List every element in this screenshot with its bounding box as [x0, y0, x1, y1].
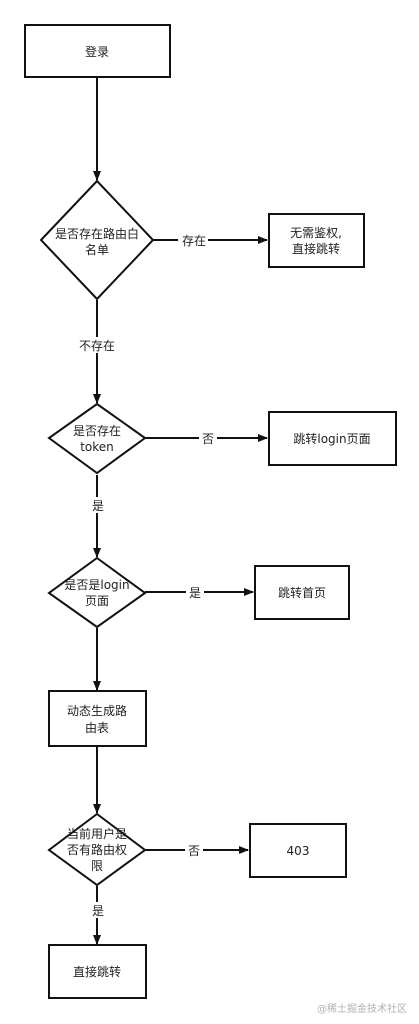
node-text-goto-home: 跳转首页: [278, 585, 326, 600]
node-text-direct-jump: 直接跳转: [73, 964, 121, 979]
node-text-permission-line1: 当前用户是: [67, 826, 127, 841]
diamond-permission-check: [47, 812, 147, 887]
box-login: [24, 24, 171, 78]
edge-label-no-permission: 否: [188, 844, 200, 858]
box-goto-login-page: [268, 411, 397, 466]
node-text-genroutes-line1: 动态生成路: [67, 703, 127, 718]
edge-label-exists: 存在: [182, 234, 206, 248]
edge-label-yes-token: 是: [92, 499, 104, 513]
node-text-forbidden: 403: [287, 844, 310, 858]
edge-label-yes-permission: 是: [92, 904, 104, 918]
box-gen-routes: [48, 690, 147, 747]
node-text-loginpage-line2: 页面: [85, 594, 109, 608]
box-forbidden: [249, 823, 347, 878]
node-text-token-line1: 是否存在: [73, 424, 121, 438]
node-text-token-line2: token: [80, 440, 114, 454]
node-text-goto-login-page: 跳转login页面: [293, 431, 370, 446]
edge-label-no-token: 否: [202, 432, 214, 446]
diamond-token-check: [47, 402, 147, 475]
node-text-permission-line3: 限: [91, 859, 103, 873]
edge-label-not-exists: 不存在: [79, 339, 115, 353]
watermark: @稀土掘金技术社区: [317, 1002, 407, 1015]
diamond-is-login-page: [47, 556, 147, 629]
edge-label-yes-login-page: 是: [189, 586, 201, 600]
node-text-permission-line2: 否有路由权: [67, 842, 127, 857]
node-text-genroutes-line2: 由表: [85, 721, 109, 735]
node-text-noauth-line1: 无需鉴权,: [290, 226, 342, 240]
node-text-login: 登录: [85, 44, 109, 59]
box-direct-jump: [48, 944, 147, 999]
box-no-auth-jump: [268, 213, 365, 268]
node-text-noauth-line2: 直接跳转: [292, 241, 340, 256]
node-text-loginpage-line1: 是否是login: [64, 578, 129, 592]
diamond-whitelist-check: [39, 179, 155, 301]
node-text-whitelist-line1: 是否存在路由白: [55, 226, 139, 241]
box-goto-home: [254, 565, 350, 620]
node-text-whitelist-line2: 名单: [85, 242, 109, 257]
